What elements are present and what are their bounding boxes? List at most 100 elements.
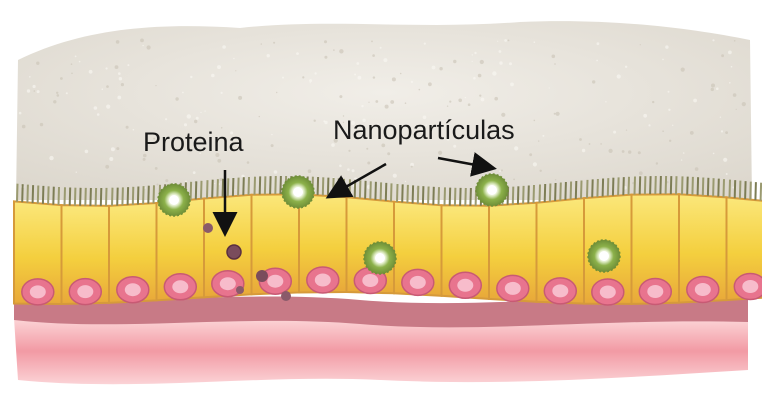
mucus-speck bbox=[639, 171, 643, 175]
mucus-speck bbox=[554, 113, 556, 115]
mucus-speck bbox=[480, 60, 484, 64]
mucus-speck bbox=[323, 120, 325, 122]
mucus-speck bbox=[324, 56, 327, 59]
cilium bbox=[375, 182, 376, 200]
mucus-speck bbox=[609, 149, 613, 153]
mucus-speck bbox=[648, 124, 650, 126]
cilium bbox=[33, 185, 34, 203]
cilium bbox=[128, 187, 129, 205]
cilium bbox=[513, 187, 514, 205]
mucus-speck bbox=[66, 92, 68, 94]
cilium bbox=[101, 188, 102, 206]
cilium bbox=[323, 177, 324, 195]
nucleolus bbox=[695, 283, 711, 296]
mucus-speck bbox=[184, 123, 187, 126]
mucus-speck bbox=[712, 39, 714, 41]
mucus-speck bbox=[196, 117, 199, 120]
cilium bbox=[597, 179, 598, 197]
mucus-speck bbox=[472, 54, 473, 55]
cilium bbox=[413, 185, 414, 203]
cilium bbox=[692, 177, 693, 195]
cilium bbox=[418, 186, 419, 204]
cilium bbox=[402, 184, 403, 202]
mucus-speck bbox=[27, 89, 30, 92]
mucus-speck bbox=[274, 170, 278, 174]
mucus-speck bbox=[155, 167, 158, 170]
mucus-speck bbox=[499, 50, 502, 53]
mucus-speck bbox=[314, 120, 316, 122]
mucus-speck bbox=[447, 106, 448, 107]
cilium bbox=[745, 181, 746, 199]
mucus-speck bbox=[76, 172, 77, 173]
cilium bbox=[386, 183, 387, 201]
mucus-speck bbox=[273, 42, 275, 44]
mucus-speck bbox=[204, 110, 205, 111]
cilium bbox=[650, 176, 651, 194]
cilium bbox=[755, 182, 756, 200]
mucus-speck bbox=[716, 87, 719, 90]
mucus-speck bbox=[628, 150, 631, 153]
mucus-speck bbox=[617, 74, 621, 78]
cilium bbox=[587, 180, 588, 198]
mucus-speck bbox=[529, 153, 532, 156]
mucus-speck bbox=[271, 134, 272, 135]
mucus-speck bbox=[324, 40, 327, 43]
mucus-speck bbox=[133, 129, 135, 131]
cilium bbox=[613, 178, 614, 196]
cilium bbox=[761, 183, 762, 201]
mucus-speck bbox=[276, 92, 277, 93]
mucus-speck bbox=[449, 101, 451, 103]
mucus-speck bbox=[721, 54, 724, 57]
mucus-speck bbox=[693, 99, 697, 103]
mucus-speck bbox=[540, 170, 542, 172]
cilium bbox=[48, 186, 49, 204]
mucus-speck bbox=[613, 131, 616, 134]
mucus-speck bbox=[105, 165, 109, 169]
mucus-speck bbox=[513, 179, 515, 181]
mucus-speck bbox=[111, 147, 115, 151]
cilium bbox=[455, 188, 456, 206]
mucus-speck bbox=[119, 77, 122, 80]
mucus-speck bbox=[625, 66, 627, 68]
mucus-speck bbox=[352, 169, 355, 172]
cilium bbox=[735, 180, 736, 198]
mucus-speck bbox=[473, 77, 476, 80]
mucus-speck bbox=[638, 151, 641, 154]
nucleolus bbox=[315, 274, 331, 287]
mucus-speck bbox=[592, 80, 595, 83]
mucus-speck bbox=[662, 130, 664, 132]
cilium bbox=[698, 177, 699, 195]
mucus-speck bbox=[94, 106, 98, 110]
submucosa-layer bbox=[14, 318, 748, 384]
cilium bbox=[666, 176, 667, 194]
cilium bbox=[360, 180, 361, 198]
mucus-speck bbox=[579, 138, 582, 141]
mucus-speck bbox=[60, 77, 63, 80]
mucus-speck bbox=[40, 123, 43, 126]
cilium bbox=[391, 183, 392, 201]
mucus-speck bbox=[361, 105, 363, 107]
mucus-speck bbox=[182, 92, 184, 94]
mucus-speck bbox=[310, 82, 311, 83]
mucus-speck bbox=[371, 41, 373, 43]
cilium bbox=[708, 178, 709, 196]
cilium bbox=[201, 181, 202, 199]
cilium bbox=[275, 176, 276, 194]
mucus-speck bbox=[234, 189, 235, 190]
mucus-speck bbox=[424, 43, 426, 45]
mucus-speck bbox=[481, 98, 485, 102]
mucus-speck bbox=[439, 67, 442, 70]
nucleolus bbox=[172, 280, 188, 293]
mucus-speck bbox=[71, 73, 73, 75]
mucus-speck bbox=[596, 60, 598, 62]
mucus-speck bbox=[405, 181, 406, 182]
cilium bbox=[280, 176, 281, 194]
mucus-speck bbox=[668, 109, 670, 111]
mucus-speck bbox=[725, 131, 728, 134]
mucus-speck bbox=[155, 85, 156, 86]
cilium bbox=[117, 188, 118, 206]
mucus-speck bbox=[681, 68, 685, 72]
mucus-speck bbox=[217, 159, 221, 163]
cilium bbox=[381, 182, 382, 200]
cilium bbox=[581, 181, 582, 199]
